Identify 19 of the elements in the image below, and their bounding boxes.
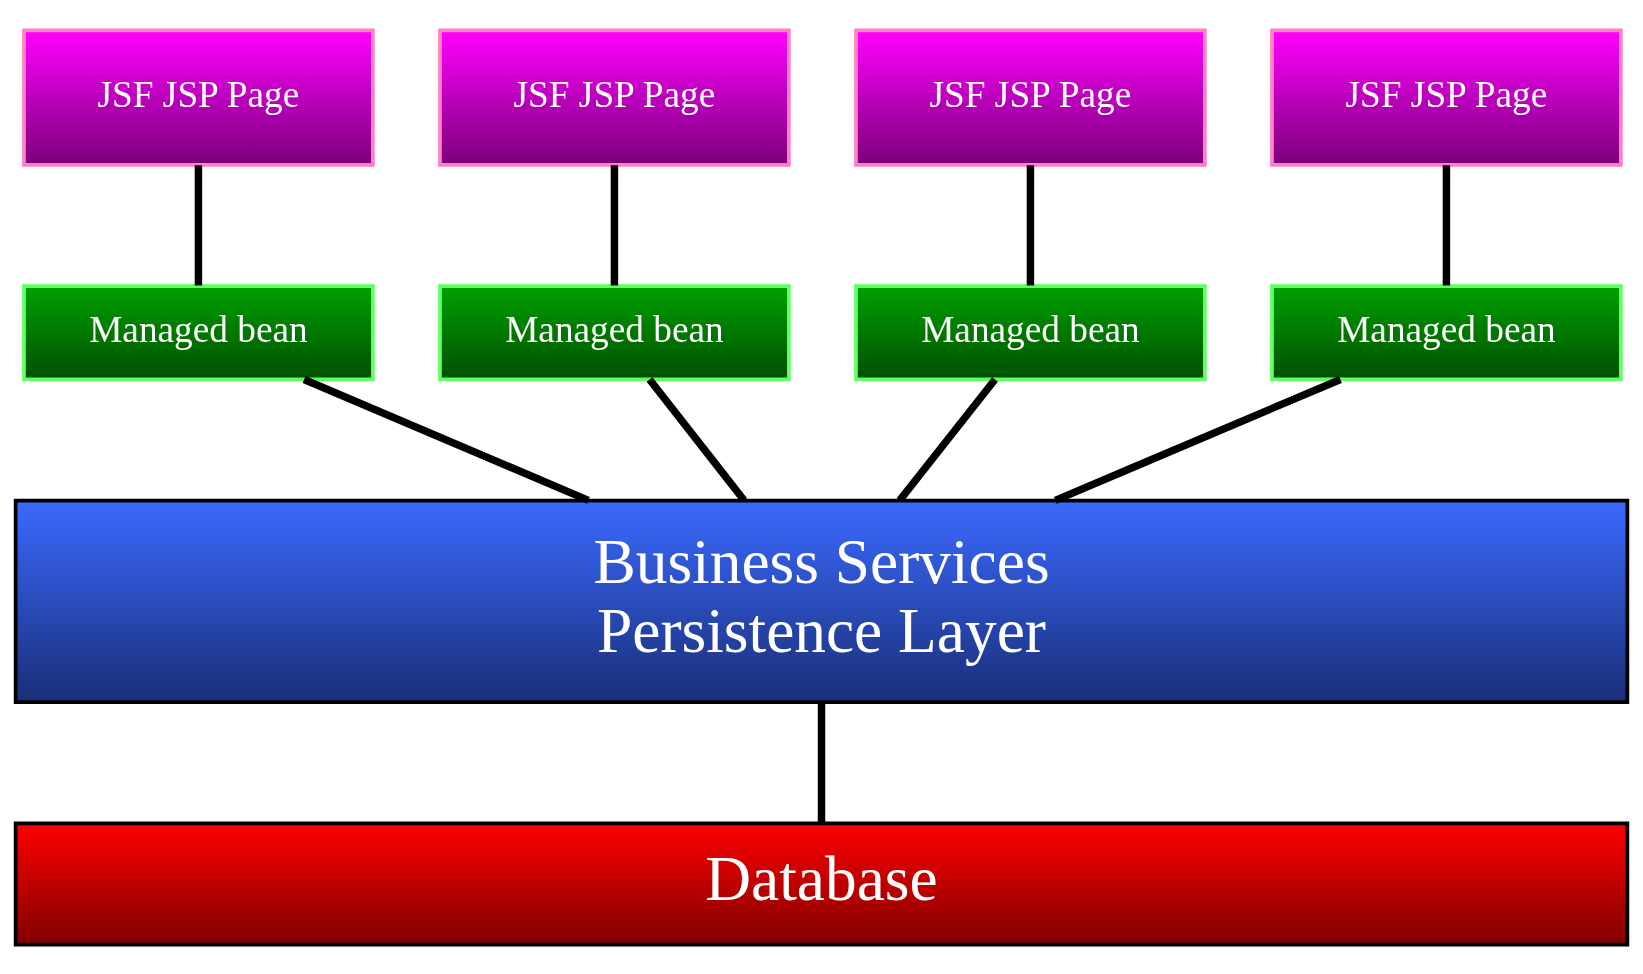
connector [817,701,826,823]
node-box: Managed bean [854,283,1207,381]
node-box: JSF JSP Page [438,28,791,167]
node-box: JSF JSP Page [1270,28,1623,167]
connector [896,376,998,503]
connector [1053,375,1342,504]
node-box: Database [13,820,1630,946]
connector [1442,164,1451,285]
node-box: Managed bean [1270,283,1623,381]
node-box: Managed bean [438,283,791,381]
connector [302,375,590,504]
connector [610,164,619,285]
connector [194,164,203,285]
node-box: Managed bean [22,283,375,381]
connector [1026,164,1035,285]
node-box: JSF JSP Page [22,28,375,167]
connector [646,376,747,503]
node-box: Business Services Persistence Layer [13,498,1630,704]
node-box: JSF JSP Page [854,28,1207,167]
